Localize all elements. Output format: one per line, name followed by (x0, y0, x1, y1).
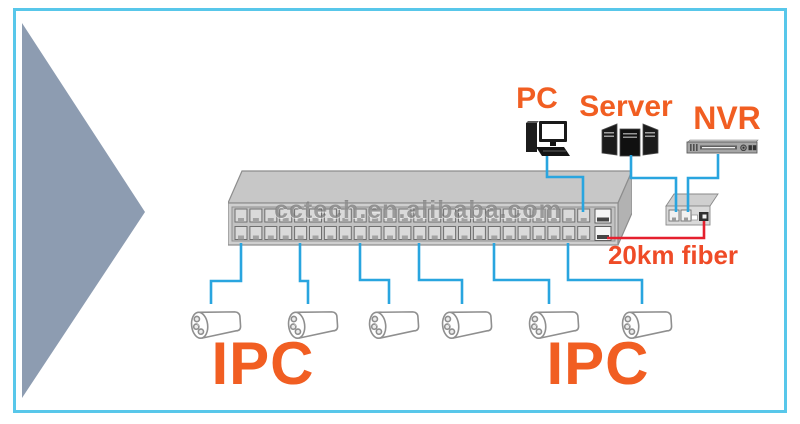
bullet-camera-glyph (528, 311, 580, 339)
pc-icon (524, 118, 572, 160)
rj45-port-notch (327, 218, 334, 222)
rj45-port-notch (565, 235, 572, 240)
ipc-label-right: IPC (546, 330, 650, 397)
ip-camera-icon (285, 302, 345, 342)
rj45-port-notch (446, 235, 453, 240)
rj45-port-notch (238, 218, 244, 222)
rj45-port-notch (357, 235, 364, 240)
switch-body (227, 170, 633, 246)
pc-label: PC (516, 82, 558, 115)
poe-switch-icon: cctech.en.alibaba.com (227, 170, 633, 246)
nvr-icon (685, 138, 759, 156)
rj45-port-notch (312, 235, 319, 240)
nvr-label: NVR (693, 100, 761, 136)
rj45-port-notch (297, 235, 304, 240)
rj45-port-notch (416, 218, 423, 222)
rj45-port-notch (431, 235, 438, 240)
rj45-port-notch (446, 218, 453, 222)
sfp-slot-top-latch (597, 217, 609, 222)
rj45-port-notch (387, 235, 393, 240)
border-frame (13, 8, 787, 413)
ipc-label-left: IPC (211, 330, 315, 397)
rj45-port-notch (282, 235, 289, 240)
ip-camera-icon (188, 302, 248, 342)
rj45-port-notch (297, 218, 304, 222)
rj45-port-notch (401, 218, 408, 222)
bullet-camera-glyph (621, 311, 673, 339)
rj45-port-notch (506, 218, 513, 222)
rj45-port-notch (282, 218, 289, 222)
rj45-port-notch (267, 218, 274, 222)
rj45-port-notch (461, 235, 468, 240)
rj45-port-notch (550, 218, 557, 222)
rj45-port-notch (536, 218, 542, 222)
rj45-port-notch (431, 218, 438, 222)
rj45-port-notch (476, 218, 483, 222)
rj45-port-notch (491, 235, 498, 240)
rj45-port-notch (372, 235, 379, 240)
rj45-port-notch (252, 218, 259, 222)
server-icon (600, 122, 660, 158)
rj45-port-notch (565, 218, 572, 222)
rj45-port-notch (387, 218, 393, 222)
rj45-port-notch (252, 235, 259, 240)
media-converter-icon (662, 192, 720, 228)
rj45-port-notch (550, 235, 557, 240)
ip-camera-icon (619, 302, 679, 342)
rj45-port-notch (580, 218, 587, 222)
rj45-port-notch (238, 235, 244, 240)
rj45-port-notch (506, 235, 513, 240)
rj45-port-notch (372, 218, 379, 222)
rj45-port-notch (357, 218, 364, 222)
rj45-port-group (234, 208, 591, 240)
sfp-slot-bottom-latch (597, 235, 609, 239)
ip-camera-icon (526, 302, 586, 342)
rj45-port-notch (342, 235, 349, 240)
rj45-port-notch (536, 235, 542, 240)
rj45-port-notch (491, 218, 498, 222)
rj45-port-notch (580, 235, 587, 240)
ip-camera-icon (366, 302, 426, 342)
rj45-port-notch (327, 235, 334, 240)
rj45-port-notch (521, 235, 528, 240)
ip-camera-icon (439, 302, 499, 342)
rj45-port-notch (416, 235, 423, 240)
bullet-camera-glyph (441, 311, 493, 339)
rj45-port-notch (461, 218, 468, 222)
fiber-distance-label: 20km fiber (607, 240, 739, 270)
bullet-camera-glyph (287, 311, 339, 339)
bullet-camera-glyph (368, 311, 420, 339)
server-label: Server (579, 90, 673, 123)
bullet-camera-glyph (190, 311, 242, 339)
rj45-port-notch (342, 218, 349, 222)
rj45-port-notch (521, 218, 528, 222)
rj45-port-notch (401, 235, 408, 240)
rj45-port-notch (267, 235, 274, 240)
watermark-text: cctech.en.alibaba.com (274, 196, 562, 224)
rj45-port-notch (312, 218, 319, 222)
rj45-port-notch (476, 235, 483, 240)
